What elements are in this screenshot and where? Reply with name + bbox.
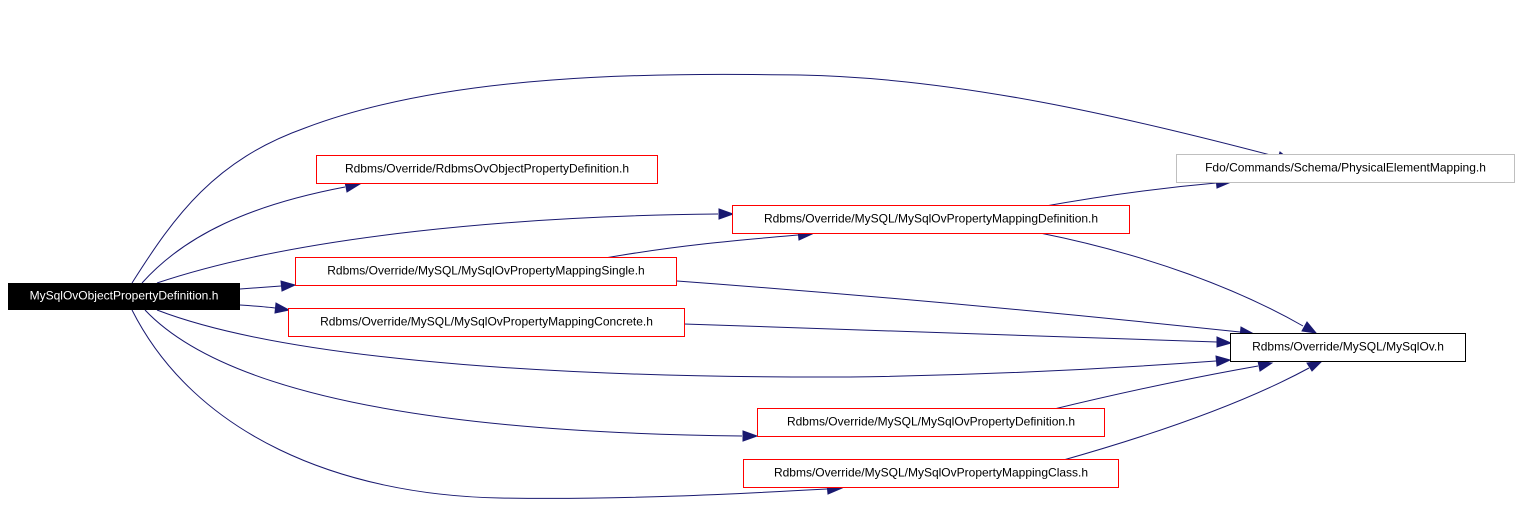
edge-arrowhead [1215, 355, 1232, 367]
edge-arrowhead [718, 208, 735, 220]
edge-arrowhead [1216, 336, 1233, 348]
node-label: Rdbms/Override/MySQL/MySqlOvPropertyMapp… [774, 466, 1088, 480]
node-box [8, 283, 240, 310]
edge-main-to-mapping-definition [156, 213, 719, 284]
node-box [732, 205, 1130, 234]
node-label: Rdbms/Override/MySQL/MySqlOvPropertyMapp… [764, 212, 1098, 226]
edge-main-to-mapping-class [131, 309, 828, 499]
edge-mapping-concrete-to-mysqlov [683, 323, 1218, 343]
node-box [1176, 154, 1515, 183]
node-label: Rdbms/Override/MySQL/MySqlOvPropertyDefi… [787, 415, 1075, 429]
node-label: Rdbms/Override/MySQL/MySqlOvPropertyMapp… [327, 264, 644, 278]
node-mapping-definition[interactable]: Rdbms/Override/MySQL/MySqlOvPropertyMapp… [732, 205, 1130, 234]
node-box [295, 257, 677, 286]
edge-mapping-definition-to-physical-element-mapping [1039, 182, 1217, 208]
node-label: MySqlOvObjectPropertyDefinition.h [30, 289, 219, 303]
node-label: Fdo/Commands/Schema/PhysicalElementMappi… [1205, 161, 1486, 175]
edge-main-to-mapping-single [239, 285, 282, 290]
node-mapping-single[interactable]: Rdbms/Override/MySQL/MySqlOvPropertyMapp… [295, 257, 677, 286]
node-label: Rdbms/Override/RdbmsOvObjectPropertyDefi… [345, 162, 629, 176]
node-mapping-concrete[interactable]: Rdbms/Override/MySQL/MySqlOvPropertyMapp… [288, 308, 685, 337]
edge-main-to-mapping-concrete [239, 304, 276, 309]
edge-main-to-mysqlov [156, 309, 1217, 378]
node-rdbms-ov-object-property-definition[interactable]: Rdbms/Override/RdbmsOvObjectPropertyDefi… [316, 155, 658, 184]
edge-arrowhead [1306, 360, 1324, 372]
edge-property-definition-to-mysqlov [1049, 365, 1259, 411]
edge-arrowhead [742, 430, 759, 442]
node-box [316, 155, 658, 184]
edge-mapping-single-to-mysqlov [676, 280, 1241, 333]
nodes: MySqlOvObjectPropertyDefinition.h Rdbms/… [8, 154, 1515, 488]
node-label: Rdbms/Override/MySQL/MySqlOvPropertyMapp… [320, 315, 653, 329]
edge-main-to-rdbms-ov-object-property-definition [141, 186, 346, 284]
node-box [1230, 333, 1466, 362]
edge-arrowhead [274, 302, 291, 314]
node-label: Rdbms/Override/MySQL/MySqlOv.h [1252, 340, 1444, 354]
node-mapping-class[interactable]: Rdbms/Override/MySQL/MySqlOvPropertyMapp… [743, 459, 1119, 488]
node-box [743, 459, 1119, 488]
node-mysqlov[interactable]: Rdbms/Override/MySQL/MySqlOv.h [1230, 333, 1466, 362]
edge-main-to-physical-element-mapping [131, 73, 1279, 284]
edge-arrowhead [280, 280, 297, 292]
edge-mapping-single-to-mapping-definition [604, 234, 799, 259]
node-box [288, 308, 685, 337]
node-box [757, 408, 1105, 437]
edge-main-to-property-definition [144, 309, 743, 437]
edges [131, 73, 1324, 499]
edge-arrowhead [1257, 360, 1274, 372]
node-property-definition[interactable]: Rdbms/Override/MySQL/MySqlOvPropertyDefi… [757, 408, 1105, 437]
edge-mapping-definition-to-mysqlov [1039, 232, 1304, 327]
edge-mapping-class-to-mysqlov [1059, 367, 1310, 462]
edge-arrowhead [1301, 321, 1318, 334]
node-focus-file[interactable]: MySqlOvObjectPropertyDefinition.h [8, 283, 240, 310]
node-physical-element-mapping[interactable]: Fdo/Commands/Schema/PhysicalElementMappi… [1176, 154, 1515, 183]
